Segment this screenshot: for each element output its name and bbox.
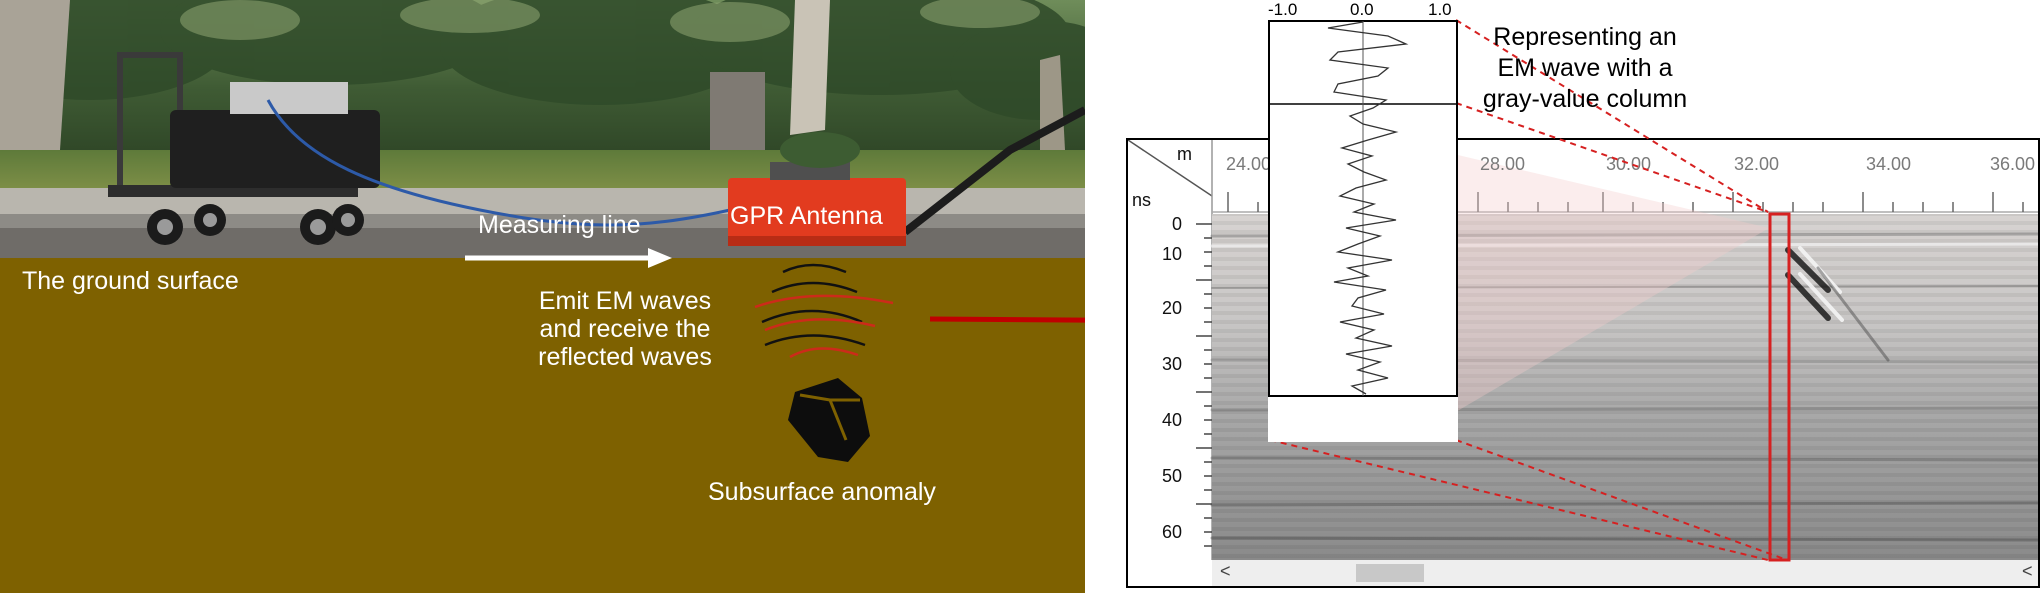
antenna-cable xyxy=(266,99,731,227)
measuring-line-label: Measuring line xyxy=(478,211,641,239)
guide-line-mid-right xyxy=(1455,102,1769,213)
y-tick-label: 30 xyxy=(1161,354,1182,374)
trace-axis-tick: -1.0 xyxy=(1268,0,1298,19)
scrollbar-thumb[interactable] xyxy=(1356,564,1424,582)
scrollbar-track[interactable] xyxy=(1212,560,2038,586)
trace-annotation: Representing an EM wave with a gray-valu… xyxy=(1470,22,1700,115)
subsurface-anomaly-label: Subsurface anomaly xyxy=(708,478,936,506)
ground-surface-label: The ground surface xyxy=(22,267,239,295)
y-tick-label: 40 xyxy=(1161,410,1182,430)
trace-axis-tick: 1.0 xyxy=(1428,0,1452,19)
light-foliage xyxy=(180,0,1040,42)
header-diagonal xyxy=(1128,140,1213,197)
y-ruler xyxy=(1196,223,1212,547)
x-tick-label: 36.00 xyxy=(1990,154,2036,174)
emit-label: Emit EM waves and receive the reflected … xyxy=(520,287,730,371)
subsurface-anomaly-rock xyxy=(788,378,870,462)
y-tick-label: 50 xyxy=(1161,466,1182,486)
y-tick-label: 60 xyxy=(1161,522,1182,542)
x-tick-label: 28.00 xyxy=(1480,154,1526,174)
scroll-right-button[interactable]: < xyxy=(2022,561,2033,581)
soil-region xyxy=(0,258,1085,593)
trace-annotation-line-2: EM wave with a xyxy=(1497,54,1673,82)
tree-trunk-middle xyxy=(790,0,830,135)
trace-annotation-line-3: gray-value column xyxy=(1482,85,1688,113)
x-tick-label: 34.00 xyxy=(1866,154,1912,174)
trace-annotation-line-1: Representing an xyxy=(1493,23,1677,51)
emit-label-line-1: Emit EM waves xyxy=(538,287,712,315)
measuring-line-arrow xyxy=(465,248,672,268)
tree-trunk-left xyxy=(0,0,70,155)
y-tick-label: 0 xyxy=(1171,214,1182,234)
y-tick-label: 20 xyxy=(1161,298,1182,318)
gpr-antenna-label: GPR Antenna xyxy=(730,202,883,230)
tow-rope xyxy=(902,106,1087,236)
y-unit-label: ns xyxy=(1132,190,1152,210)
trace-panel xyxy=(1268,20,1458,442)
gpr-antenna-box xyxy=(728,132,906,246)
stone-marker xyxy=(710,72,765,150)
trace-axis-tick: 0.0 xyxy=(1350,0,1374,19)
em-wave-arcs xyxy=(754,263,894,359)
em-wave-trace xyxy=(1327,21,1409,395)
trace-panel-bottom xyxy=(1268,398,1458,442)
x-tick-label: 32.00 xyxy=(1734,154,1780,174)
trace-plot xyxy=(1268,20,1458,442)
highlighted-column xyxy=(1768,212,1791,562)
emit-label-line-2: and receive the xyxy=(539,315,711,343)
guide-line-bottom-left xyxy=(1269,439,1769,561)
x-unit-label: m xyxy=(1177,144,1192,164)
scroll-left-button[interactable]: < xyxy=(1220,561,1231,581)
emit-label-line-3: reflected waves xyxy=(538,343,712,371)
x-tick-label: 24.00 xyxy=(1226,154,1272,174)
y-tick-label: 10 xyxy=(1161,244,1182,264)
guide-line-bottom-right xyxy=(1455,439,1788,561)
equipment-cart xyxy=(108,52,380,245)
